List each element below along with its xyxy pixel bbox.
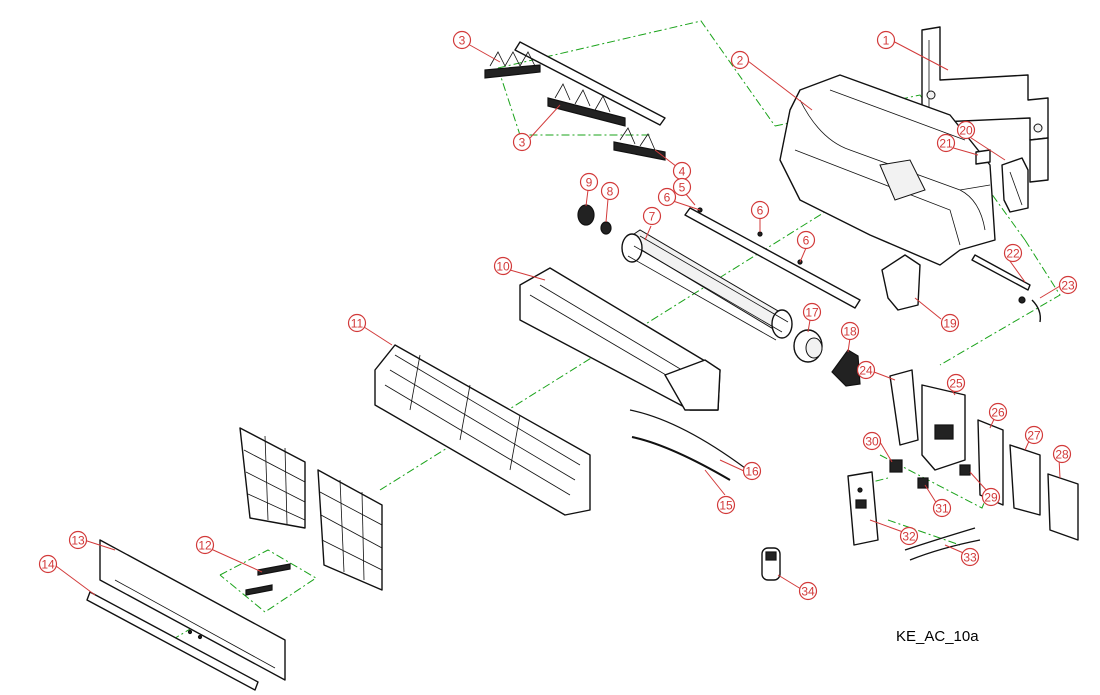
- callout-number: 1: [883, 34, 890, 48]
- callout-circle: [956, 120, 976, 140]
- callout-number: 17: [805, 306, 819, 320]
- callout-number: 27: [1027, 429, 1041, 443]
- callout-circle: [730, 50, 750, 70]
- callout-number: 11: [351, 317, 364, 331]
- part-cables: [629, 409, 746, 481]
- callout-number: 8: [607, 185, 614, 199]
- callout-number: 7: [649, 210, 656, 224]
- callout-number: 12: [198, 539, 212, 553]
- part-front-cover: [99, 539, 286, 681]
- callout-number: 18: [843, 325, 857, 339]
- part-bracket-20: [1001, 157, 1029, 213]
- callout-number: 14: [41, 558, 55, 572]
- callout-number: 22: [1006, 247, 1020, 261]
- callout-circle: [600, 181, 620, 201]
- callout-number: 9: [586, 176, 593, 190]
- part-terminal: [889, 459, 929, 489]
- callout-number: 26: [991, 406, 1005, 420]
- callout-circle: [579, 172, 599, 192]
- callout-circle: [1052, 444, 1072, 464]
- part-display-board: [847, 471, 879, 546]
- callout-circle: [856, 360, 876, 380]
- callout-number: 6: [803, 234, 810, 248]
- callout-circle: [657, 187, 677, 207]
- callout-number: 23: [1061, 279, 1075, 293]
- part-remote-control: [761, 547, 781, 581]
- part-bearing: [577, 204, 612, 235]
- part-louvers: [484, 41, 666, 161]
- part-chassis: [779, 74, 996, 266]
- callout-circle: [946, 373, 966, 393]
- part-front-frame: [374, 344, 591, 516]
- part-sensor-strips: [245, 563, 291, 596]
- part-electric-box: [889, 369, 1079, 541]
- callout-number: 16: [745, 465, 759, 479]
- callout-circle: [798, 581, 818, 601]
- callout-number: 31: [935, 502, 949, 516]
- callout-circle: [750, 200, 770, 220]
- callout-circle: [960, 547, 980, 567]
- callout-number: 5: [679, 181, 686, 195]
- callout-circle: [1058, 275, 1078, 295]
- callout-labels: 1233456667891011121314151617181920212223…: [38, 30, 1078, 601]
- callout-circle: [899, 526, 919, 546]
- callout-circle: [876, 30, 896, 50]
- callout-number: 13: [71, 534, 85, 548]
- callout-number: 34: [801, 585, 815, 599]
- callout-circle: [672, 177, 692, 197]
- part-drain-pipe: [971, 254, 1042, 323]
- callout-number: 3: [519, 136, 526, 150]
- part-evaporator: [519, 267, 721, 411]
- callout-circle: [68, 530, 88, 550]
- callout-circle: [1003, 243, 1023, 263]
- callout-number: 19: [943, 317, 957, 331]
- part-motor-bracket: [881, 254, 921, 311]
- callout-number: 15: [719, 499, 733, 513]
- callout-number: 4: [679, 165, 686, 179]
- callout-circle: [840, 321, 860, 341]
- part-clip-21: [975, 149, 991, 165]
- part-air-filters: [239, 427, 383, 591]
- callout-circle: [988, 402, 1008, 422]
- callout-circle: [802, 302, 822, 322]
- figure-code-label: KE_AC_10a: [896, 628, 979, 645]
- callout-number: 10: [496, 260, 510, 274]
- callout-number: 6: [664, 191, 671, 205]
- part-decor-strip: [86, 591, 259, 691]
- callout-number: 33: [963, 551, 977, 565]
- callout-circle: [1024, 425, 1044, 445]
- callout-number: 32: [902, 530, 916, 544]
- callout-circle: [742, 461, 762, 481]
- callout-number: 25: [949, 377, 963, 391]
- part-crossflow-fan: [621, 229, 793, 341]
- callout-circle: [936, 133, 956, 153]
- callout-circle: [981, 487, 1001, 507]
- callout-number: 21: [939, 137, 953, 151]
- callout-circle: [493, 256, 513, 276]
- callout-circle: [940, 313, 960, 333]
- callout-circle: [195, 535, 215, 555]
- part-wire-33: [904, 527, 981, 561]
- callout-circle: [862, 431, 882, 451]
- callout-circle: [642, 206, 662, 226]
- callout-circle: [932, 498, 952, 518]
- callout-circle: [347, 313, 367, 333]
- callout-circle: [512, 132, 532, 152]
- callout-number: 3: [459, 34, 466, 48]
- callout-circle: [796, 230, 816, 250]
- callout-number: 2: [737, 54, 744, 68]
- callout-circle: [716, 495, 736, 515]
- callout-number: 20: [959, 124, 973, 138]
- callout-number: 28: [1055, 448, 1069, 462]
- callout-circle: [38, 554, 58, 574]
- callout-number: 24: [859, 364, 873, 378]
- callout-circle: [452, 30, 472, 50]
- callout-number: 30: [865, 435, 879, 449]
- callout-number: 6: [757, 204, 764, 218]
- part-flap-rod: [684, 207, 861, 309]
- callout-number: 29: [984, 491, 998, 505]
